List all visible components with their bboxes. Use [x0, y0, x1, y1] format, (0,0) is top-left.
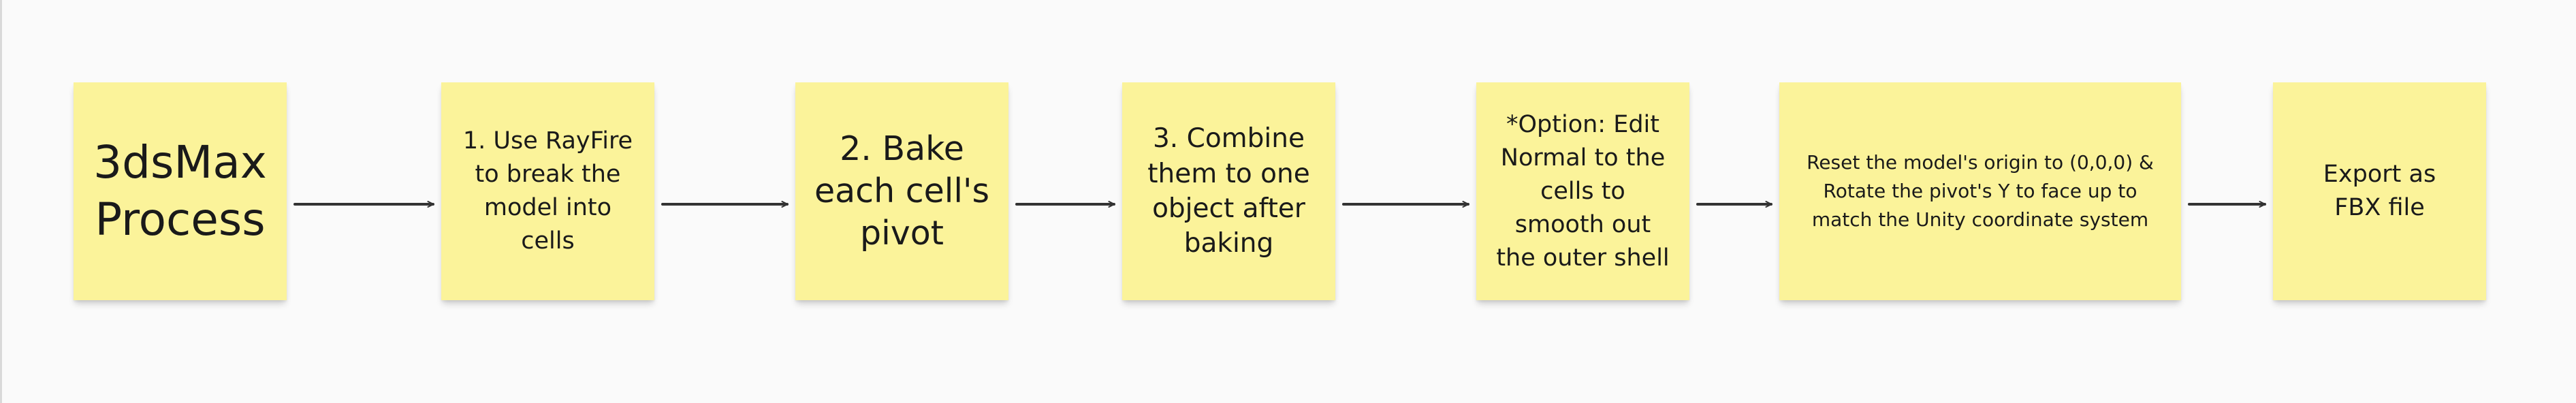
- sticky-note-bake-pivot-step[interactable]: 2. Bake each cell's pivot: [795, 82, 1008, 300]
- sticky-note-edit-normal-option[interactable]: *Option: Edit Normal to the cells to smo…: [1476, 82, 1689, 300]
- sticky-note-rayfire-step[interactable]: 1. Use RayFire to break the model into c…: [441, 82, 654, 300]
- sticky-note-combine-step[interactable]: 3. Combine them to one object after baki…: [1122, 82, 1335, 300]
- sticky-note-3dsmax-process[interactable]: 3dsMax Process: [74, 82, 287, 300]
- sticky-note-export-fbx-step[interactable]: Export as FBX file: [2273, 82, 2486, 300]
- canvas-left-border: [0, 0, 2, 403]
- sticky-note-reset-origin-step[interactable]: Reset the model's origin to (0,0,0) & Ro…: [1779, 82, 2181, 300]
